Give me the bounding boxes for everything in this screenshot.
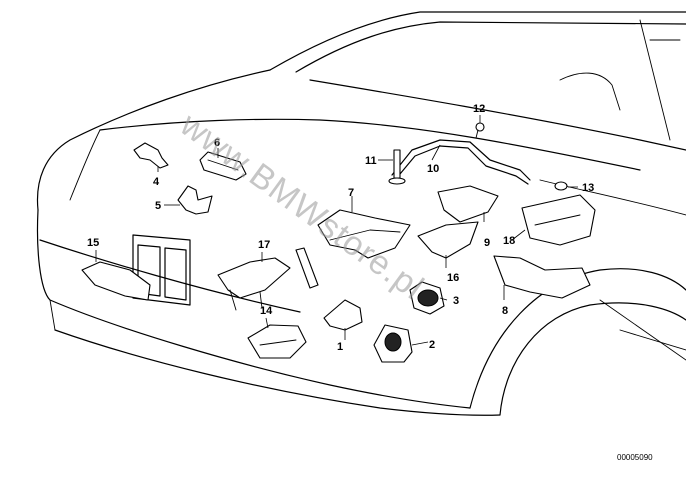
callout-15: 15 [87, 237, 99, 249]
diagram-code: 00005090 [617, 453, 653, 462]
callout-4: 4 [153, 176, 160, 188]
callout-14: 14 [260, 305, 273, 317]
callout-7: 7 [348, 187, 354, 199]
watermark: www.BMWstore.pl [172, 105, 430, 307]
parts [81, 122, 596, 363]
callout-6: 6 [214, 137, 220, 149]
callout-10: 10 [427, 163, 439, 175]
leader-lines [95, 115, 578, 346]
callout-3: 3 [453, 295, 459, 307]
callout-8: 8 [502, 305, 508, 317]
callout-1: 1 [337, 341, 343, 353]
callout-17: 17 [258, 239, 270, 251]
callout-9: 9 [484, 237, 490, 249]
callout-numbers: 4 6 5 7 12 11 10 13 9 18 16 3 2 1 8 17 1… [87, 103, 594, 353]
callout-16: 16 [447, 272, 459, 284]
callout-12: 12 [473, 103, 485, 115]
callout-18: 18 [503, 235, 515, 247]
callout-5: 5 [155, 200, 161, 212]
callout-11: 11 [365, 155, 377, 167]
callout-2: 2 [429, 339, 435, 351]
callout-13: 13 [582, 182, 594, 194]
